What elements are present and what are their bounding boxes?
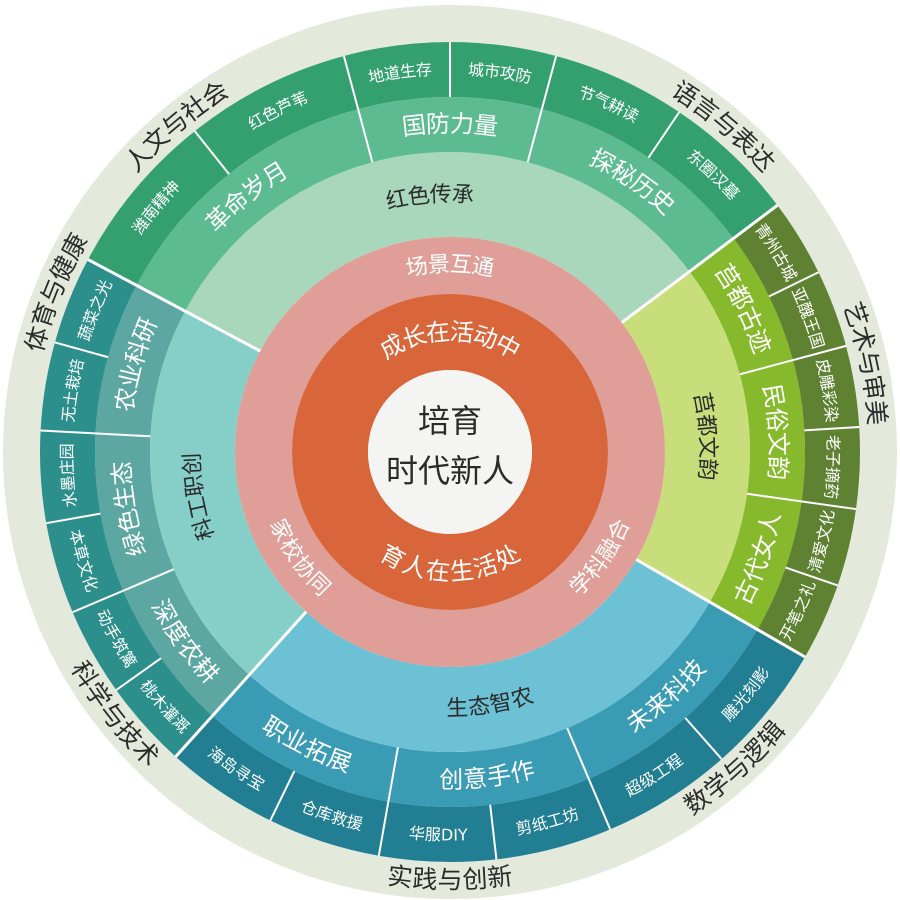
- segment-divider: [87, 258, 186, 313]
- leaf-sector: [769, 272, 847, 361]
- segment-divider: [526, 55, 558, 163]
- leaf-sector: [87, 131, 230, 286]
- leaf-activity-label: 华服DIY: [408, 823, 468, 844]
- leaf-sector: [343, 42, 450, 110]
- segment-divider: [342, 55, 374, 163]
- leaf-activity-label: 水墨庄园: [57, 443, 80, 508]
- segment-divider: [54, 341, 109, 359]
- leaf-sector: [588, 717, 722, 830]
- subtheme-sector: [689, 238, 793, 375]
- segment-divider: [566, 727, 612, 830]
- segment-divider: [174, 674, 251, 758]
- segment-divider: [785, 566, 838, 587]
- center-circle: [368, 370, 532, 534]
- segment-divider: [684, 717, 723, 760]
- subtheme-sector: [388, 728, 589, 807]
- segment-divider: [72, 568, 175, 614]
- subtheme-sector: [709, 493, 802, 630]
- rings-layer: [3, 5, 897, 899]
- leaf-sector: [685, 629, 806, 760]
- leaf-sector: [40, 342, 108, 434]
- leaf-sector: [801, 426, 860, 510]
- segment-divider: [46, 512, 101, 525]
- leaf-sector: [175, 715, 295, 821]
- segment-divider: [489, 804, 498, 860]
- center-title-line2: 时代新人: [386, 452, 514, 490]
- quadrant-sector: [185, 152, 690, 352]
- segment-divider: [739, 344, 847, 376]
- leaf-sector: [785, 501, 857, 586]
- quadrant-sector: [621, 271, 750, 602]
- orange-principle-ring: [292, 294, 608, 610]
- subtheme-sector: [95, 285, 186, 437]
- leaf-sector: [792, 345, 860, 431]
- segment-divider: [804, 425, 860, 432]
- subtheme-sector: [212, 674, 398, 802]
- subtheme-sector: [527, 109, 734, 272]
- leaf-sector: [54, 259, 137, 358]
- leaf-sector: [733, 205, 819, 297]
- quadrant-sector: [249, 559, 710, 753]
- quadrant-sector: [150, 311, 307, 675]
- leaf-sector: [648, 112, 778, 239]
- subtheme-sector: [567, 602, 758, 779]
- segment-divider: [768, 271, 819, 298]
- leaf-sector: [270, 771, 389, 856]
- leaf-sector: [541, 55, 680, 158]
- subtheme-sector: [358, 97, 542, 163]
- leaf-sector: [490, 778, 611, 860]
- leaf-sector: [116, 658, 213, 757]
- leaf-sector: [46, 513, 124, 613]
- dividers-layer: [40, 42, 860, 860]
- segment-divider: [269, 770, 296, 821]
- segment-divider: [377, 747, 399, 856]
- leaf-sector: [757, 567, 838, 657]
- pink-approach-ring: [235, 237, 665, 667]
- segment-divider: [688, 204, 779, 273]
- outer-domain-ring: [3, 5, 897, 899]
- segment-divider: [709, 601, 806, 658]
- subtheme-sector: [95, 433, 174, 591]
- center-title-line1: 培育: [418, 402, 482, 440]
- subtheme-sector: [123, 569, 250, 716]
- subtheme-sector: [136, 109, 373, 312]
- segment-divider: [746, 492, 857, 511]
- segment-divider: [647, 111, 681, 159]
- segment-divider: [115, 657, 162, 691]
- leaf-sector: [40, 430, 101, 524]
- leaf-sector: [194, 55, 359, 175]
- leaf-sector: [450, 42, 557, 110]
- segment-divider: [193, 130, 230, 175]
- outer-domain-label: 实践与创新: [386, 861, 514, 894]
- segment-divider: [40, 429, 151, 438]
- leaf-sector: [72, 590, 161, 691]
- leaf-sector: [378, 801, 497, 862]
- subtheme-sector: [739, 360, 805, 502]
